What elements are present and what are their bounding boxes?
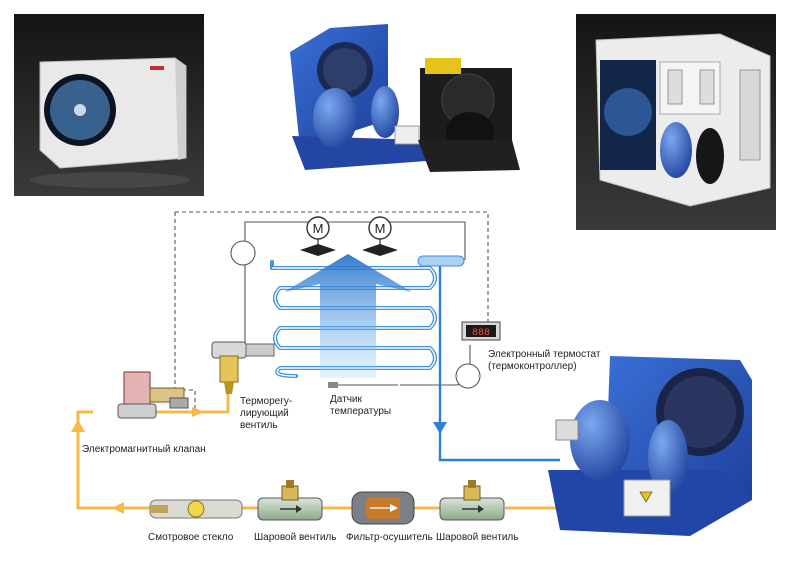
temperature-sensor bbox=[328, 382, 398, 388]
fan-1-motor: M bbox=[313, 221, 324, 236]
label-ball-valve-right: Шаровой вентиль bbox=[436, 532, 518, 543]
label-valve-3: вентиль bbox=[240, 420, 278, 431]
photo-condensing-unit-white bbox=[14, 14, 204, 196]
fan-2: M bbox=[362, 216, 398, 256]
label-solenoid: Электромагнитный клапан bbox=[82, 444, 206, 455]
suction-flow-arrow bbox=[433, 422, 447, 434]
distributor-header bbox=[417, 255, 465, 267]
label-valve-1: Терморегу- bbox=[240, 396, 292, 407]
expansion-valve bbox=[211, 341, 275, 394]
filter-drier bbox=[351, 491, 415, 525]
suction-line bbox=[438, 266, 560, 462]
electronic-thermostat: 888 bbox=[461, 321, 501, 341]
fan-1: M bbox=[300, 216, 336, 256]
photo-condensing-unit-bottom bbox=[548, 356, 752, 536]
ball-valve-right bbox=[439, 480, 505, 521]
fan-2-motor: M bbox=[375, 221, 386, 236]
solenoid-valve bbox=[117, 371, 189, 419]
liquid-flow-arrow-right bbox=[192, 407, 204, 417]
label-sight-glass: Смотровое стекло bbox=[148, 532, 234, 543]
liquid-flow-arrow-up bbox=[71, 420, 85, 432]
label-thermostat-1: Электронный термостат bbox=[488, 349, 601, 360]
sight-glass bbox=[149, 499, 243, 519]
label-valve-2: лирующий bbox=[240, 408, 289, 419]
label-sensor-1: Датчик bbox=[330, 394, 362, 405]
photo-condensing-units-blue bbox=[290, 24, 520, 172]
coil-bend-top-left bbox=[230, 240, 256, 266]
label-thermostat-2: (термоконтроллер) bbox=[488, 361, 577, 372]
photo-condensing-unit-open bbox=[576, 14, 776, 230]
coil-bend-bottom-right bbox=[455, 363, 481, 389]
ball-valve-left bbox=[257, 480, 323, 521]
label-sensor-2: температуры bbox=[330, 406, 391, 417]
airflow-arrow bbox=[284, 254, 412, 378]
thermostat-display: 888 bbox=[472, 328, 490, 339]
label-filter-drier: Фильтр-осушитель bbox=[346, 532, 433, 543]
evaporator-coil-inner bbox=[272, 267, 436, 377]
liquid-flow-arrow-left bbox=[112, 502, 124, 514]
label-ball-valve-left: Шаровой вентиль bbox=[254, 532, 336, 543]
